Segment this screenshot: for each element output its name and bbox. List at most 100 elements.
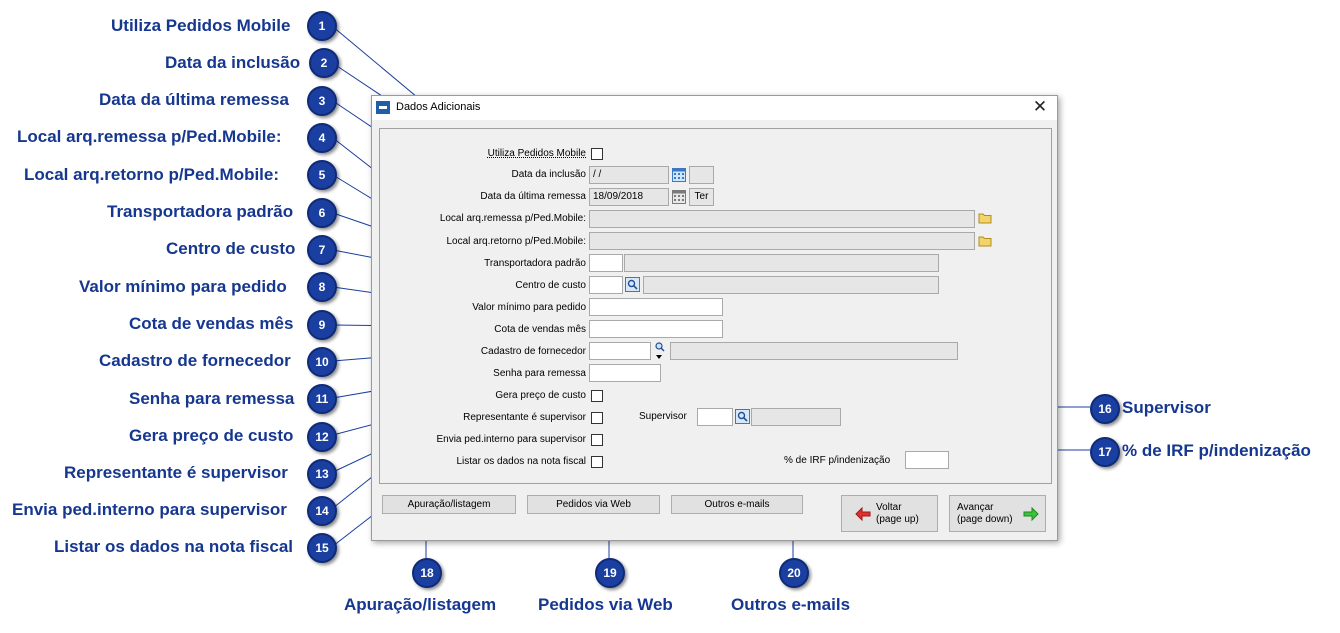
centro-custo-label: Centro de custo [515, 280, 586, 291]
gera-preco-custo-checkbox[interactable] [591, 390, 603, 402]
folder-icon[interactable] [978, 234, 992, 247]
callout-badge-5: 5 [307, 160, 337, 190]
callout-label-1: Utiliza Pedidos Mobile [111, 16, 291, 35]
data-inclusao-label: Data da inclusão [511, 169, 587, 180]
transportadora-padrao-label: Transportadora padrão [484, 258, 586, 269]
callout-label-10: Cadastro de fornecedor [99, 351, 291, 370]
avancar-label-line2: (page down) [957, 514, 1013, 525]
callout-label-15: Listar os dados na nota fiscal [54, 537, 294, 556]
voltar-label-line2: (page up) [876, 514, 919, 525]
valor-minimo-field[interactable] [589, 298, 723, 316]
callout-badge-11: 11 [307, 384, 337, 414]
callout-badge-19: 19 [595, 558, 625, 588]
callout-badge-15: 15 [307, 533, 337, 563]
apuracao-listagem-button[interactable]: Apuração/listagem [382, 495, 516, 514]
callout-label-3: Data da última remessa [99, 90, 289, 109]
arrow-left-icon [855, 507, 871, 521]
search-dropdown-icon[interactable] [654, 341, 666, 361]
cadastro-fornecedor-code-field[interactable] [589, 342, 651, 360]
local-remessa-field[interactable] [589, 210, 975, 228]
data-ultima-remessa-weekday: Ter [689, 188, 714, 206]
data-ultima-remessa-field[interactable]: 18/09/2018 [589, 188, 669, 206]
form-panel: Utiliza Pedidos Mobile Data da inclusão … [379, 128, 1052, 484]
callout-badge-4: 4 [307, 123, 337, 153]
centro-custo-name-field [643, 276, 939, 294]
listar-nota-fiscal-label: Listar os dados na nota fiscal [456, 456, 586, 467]
calendar-icon[interactable] [672, 167, 686, 182]
utiliza-pedidos-mobile-label: Utiliza Pedidos Mobile [487, 148, 586, 159]
listar-nota-fiscal-checkbox[interactable] [591, 456, 603, 468]
supervisor-code-field[interactable] [697, 408, 733, 426]
callout-badge-16: 16 [1090, 394, 1120, 424]
title-bar: Dados Adicionais ✕ [372, 96, 1057, 120]
callout-label-20: Outros e-mails [731, 595, 851, 614]
cota-vendas-field[interactable] [589, 320, 723, 338]
callout-badge-17: 17 [1090, 437, 1120, 467]
callout-label-8: Valor mínimo para pedido [79, 277, 287, 296]
close-button[interactable]: ✕ [1032, 97, 1048, 116]
senha-remessa-field[interactable] [589, 364, 661, 382]
callout-label-9: Cota de vendas mês [129, 314, 294, 333]
gera-preco-custo-label: Gera preço de custo [495, 390, 586, 401]
callout-badge-10: 10 [307, 347, 337, 377]
callout-badge-3: 3 [307, 86, 337, 116]
representante-supervisor-checkbox[interactable] [591, 412, 603, 424]
app-icon [376, 101, 390, 114]
cota-vendas-label: Cota de vendas mês [494, 324, 586, 335]
representante-supervisor-label: Representante é supervisor [463, 412, 586, 423]
pedidos-web-button[interactable]: Pedidos via Web [527, 495, 660, 514]
callout-label-17: % de IRF p/indenização [1122, 441, 1311, 460]
window-title: Dados Adicionais [396, 101, 481, 113]
voltar-label-line1: Voltar [876, 502, 902, 513]
callout-label-14: Envia ped.interno para supervisor [12, 500, 287, 519]
callout-badge-2: 2 [309, 48, 339, 78]
envia-ped-interno-checkbox[interactable] [591, 434, 603, 446]
lookup-icon[interactable] [735, 409, 750, 424]
transportadora-code-field[interactable] [589, 254, 623, 272]
callout-label-13: Representante é supervisor [64, 463, 288, 482]
dados-adicionais-dialog: Dados Adicionais ✕ Utiliza Pedidos Mobil… [371, 95, 1058, 541]
callout-badge-1: 1 [307, 11, 337, 41]
irf-indenizacao-field[interactable] [905, 451, 949, 469]
senha-remessa-label: Senha para remessa [493, 368, 586, 379]
callout-label-12: Gera preço de custo [129, 426, 294, 445]
avancar-button[interactable]: Avançar (page down) [949, 495, 1046, 532]
data-inclusao-field[interactable]: / / [589, 166, 669, 184]
callout-label-19: Pedidos via Web [538, 595, 673, 614]
callout-badge-13: 13 [307, 459, 337, 489]
callout-label-16: Supervisor [1122, 398, 1211, 417]
lookup-icon[interactable] [625, 277, 640, 292]
data-ultima-remessa-label: Data da última remessa [480, 191, 586, 202]
voltar-button[interactable]: Voltar (page up) [841, 495, 938, 532]
callout-label-11: Senha para remessa [129, 389, 295, 408]
local-remessa-label: Local arq.remessa p/Ped.Mobile: [439, 213, 586, 224]
callout-badge-8: 8 [307, 272, 337, 302]
centro-custo-code-field[interactable] [589, 276, 623, 294]
callout-label-6: Transportadora padrão [107, 202, 294, 221]
cadastro-fornecedor-name-field [670, 342, 958, 360]
callout-label-18: Apuração/listagem [344, 595, 497, 614]
callout-badge-14: 14 [307, 496, 337, 526]
callout-badge-9: 9 [307, 310, 337, 340]
local-retorno-field[interactable] [589, 232, 975, 250]
cadastro-fornecedor-label: Cadastro de fornecedor [480, 346, 586, 357]
callout-badge-6: 6 [307, 198, 337, 228]
callout-badge-18: 18 [412, 558, 442, 588]
callout-label-7: Centro de custo [166, 239, 296, 258]
outros-emails-button[interactable]: Outros e-mails [671, 495, 803, 514]
supervisor-label: Supervisor [639, 411, 687, 422]
irf-indenizacao-label: % de IRF p/indenização [784, 455, 891, 466]
local-retorno-label: Local arq.retorno p/Ped.Mobile: [446, 236, 586, 247]
valor-minimo-label: Valor mínimo para pedido [472, 302, 586, 313]
callout-label-2: Data da inclusão [165, 53, 301, 72]
callout-badge-20: 20 [779, 558, 809, 588]
data-inclusao-weekday [689, 166, 714, 184]
folder-icon[interactable] [978, 211, 992, 224]
callout-badge-7: 7 [307, 235, 337, 265]
supervisor-name-field [751, 408, 841, 426]
envia-ped-interno-label: Envia ped.interno para supervisor [436, 434, 586, 445]
callout-label-5: Local arq.retorno p/Ped.Mobile: [24, 165, 280, 184]
callout-label-4: Local arq.remessa p/Ped.Mobile: [17, 127, 282, 146]
calendar-icon[interactable] [672, 189, 686, 204]
utiliza-pedidos-mobile-checkbox[interactable] [591, 148, 603, 160]
